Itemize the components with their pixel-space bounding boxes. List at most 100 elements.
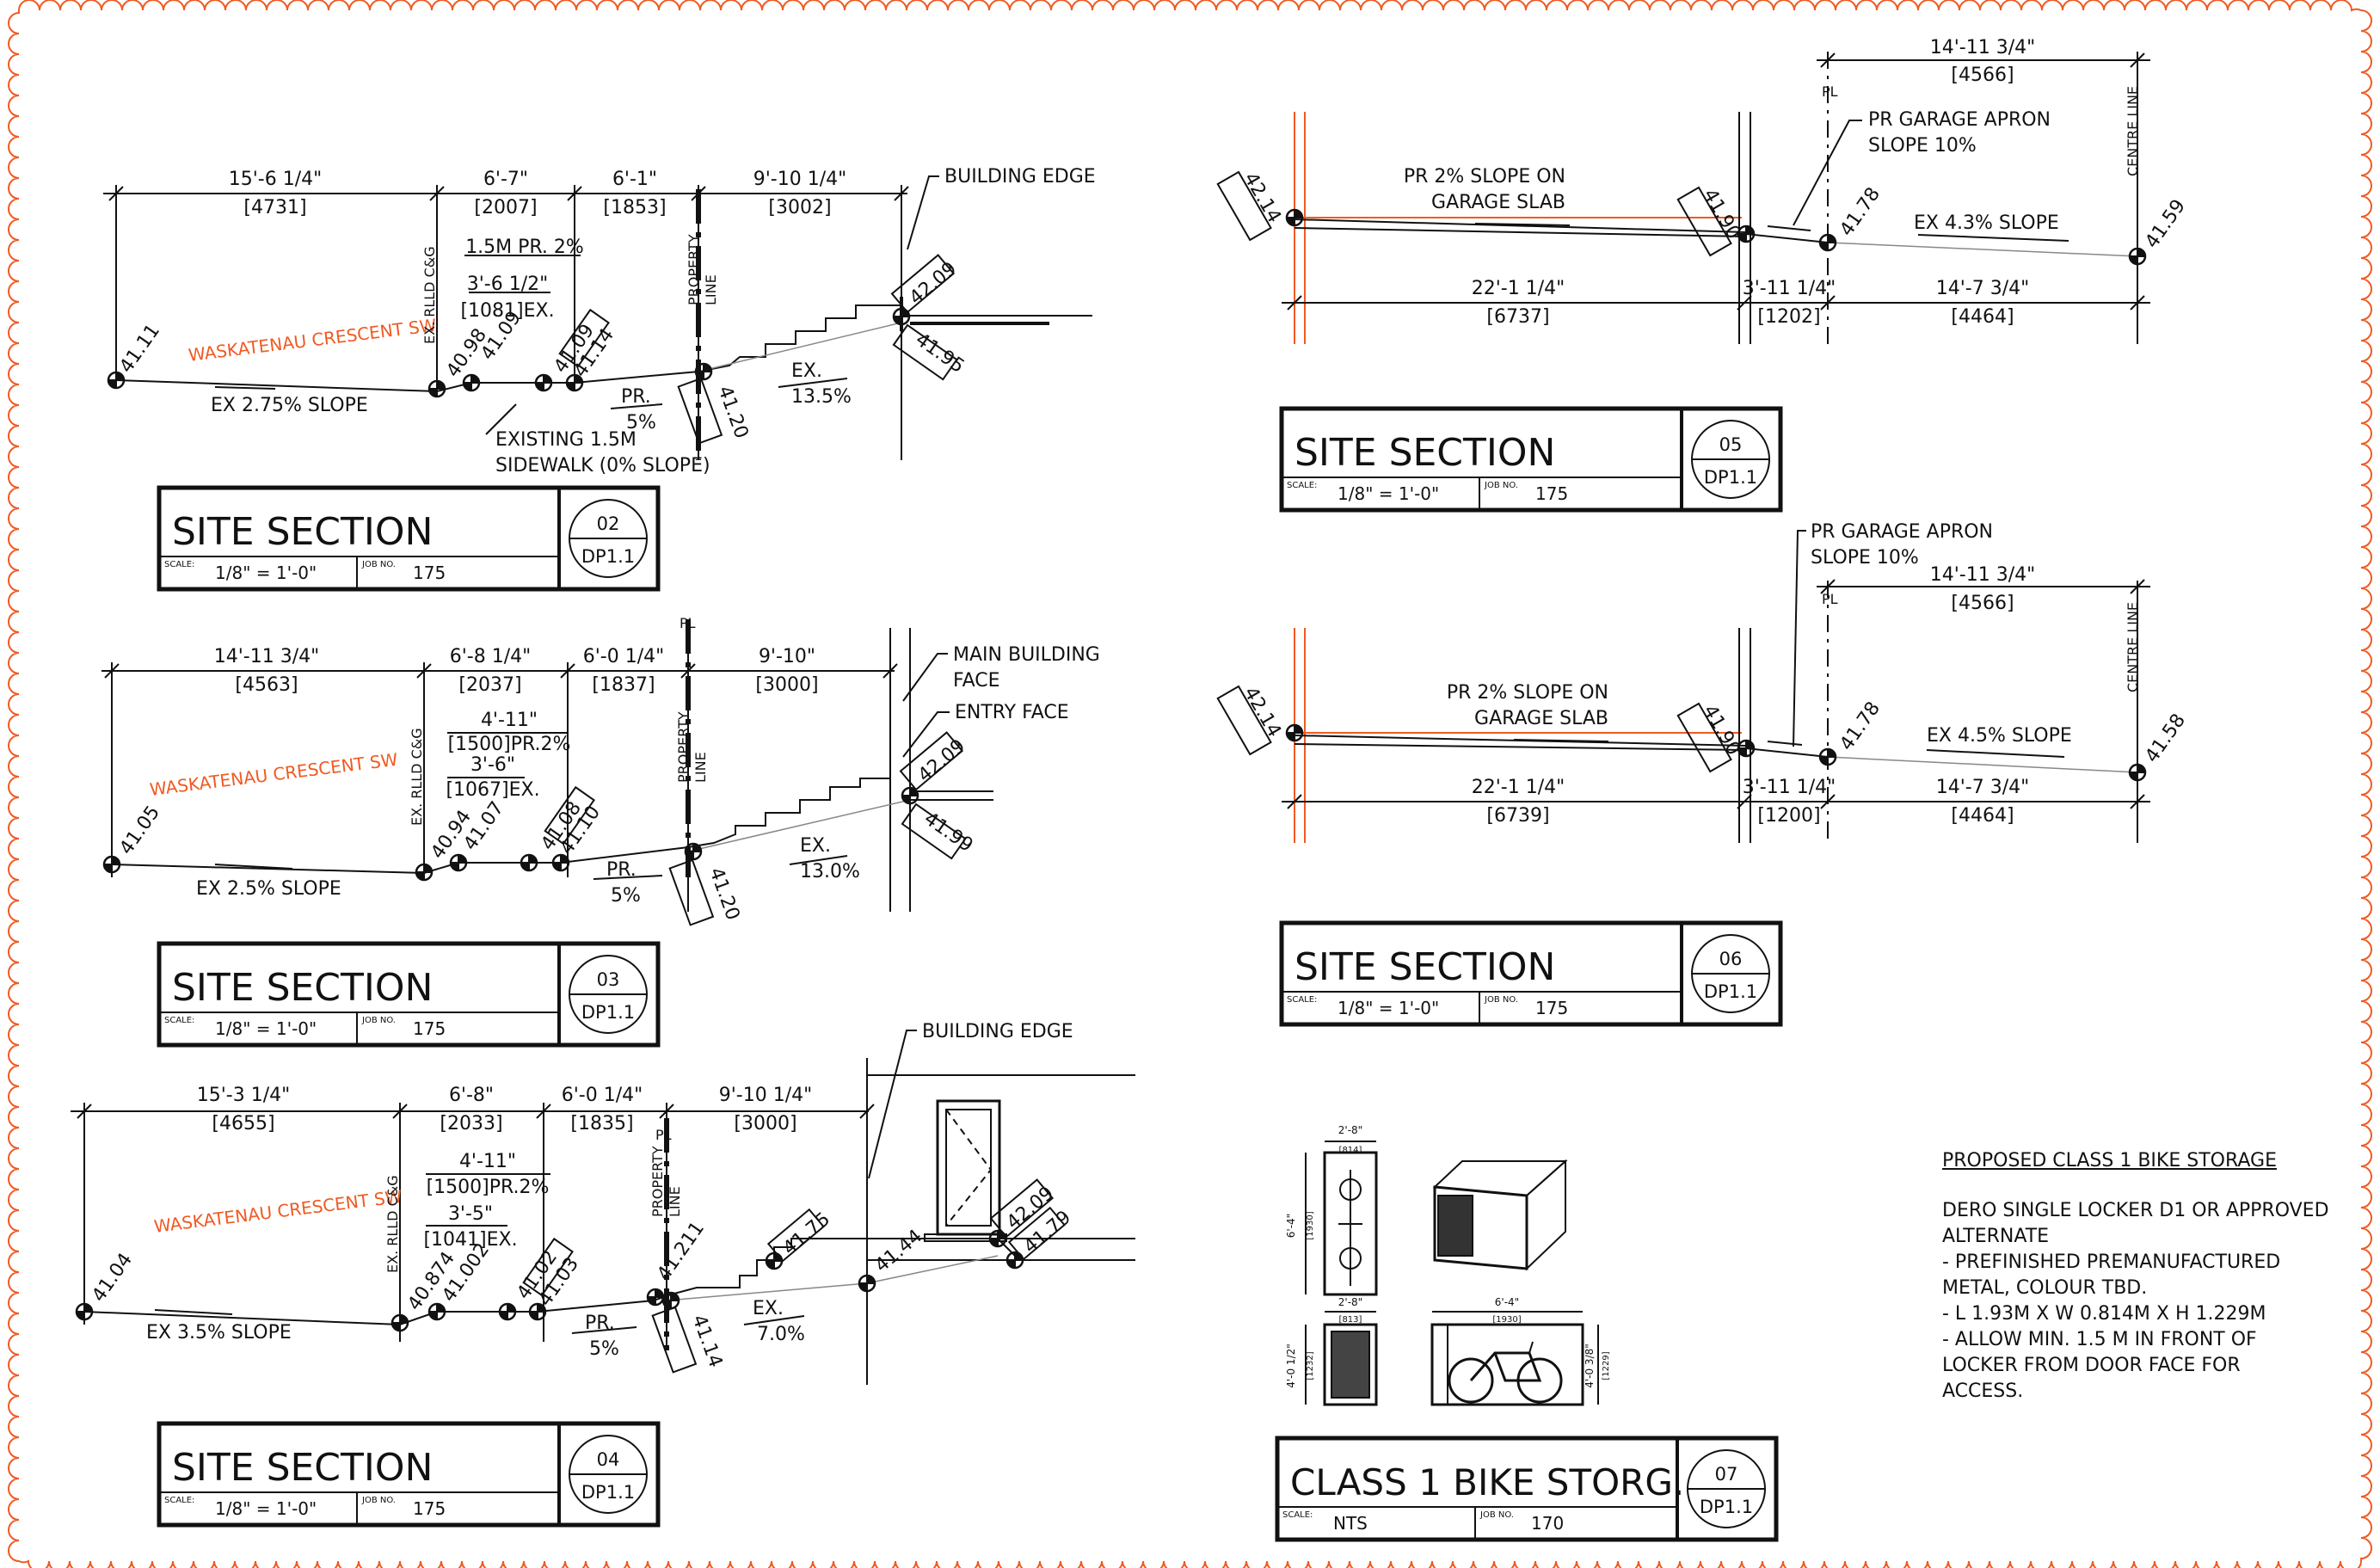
dim-3: 3'-11 1/4" — [1743, 278, 1836, 299]
revision-cloud — [8, 0, 2372, 1568]
dim-2-mm: [6737] — [1486, 306, 1549, 328]
dim-1: 14'-11 3/4" — [1930, 37, 2036, 58]
apron-label-2: SLOPE 10% — [1811, 547, 1919, 569]
job-value: 175 — [413, 563, 446, 583]
scale-value: 1/8" = 1'-0" — [1338, 483, 1439, 504]
pr-value: 5% — [626, 412, 656, 434]
pr-label: PR. — [621, 386, 651, 408]
scale-value: 1/8" = 1'-0" — [215, 563, 317, 583]
dim-3: 6'-0 1/4" — [562, 1085, 643, 1106]
note-line: METAL, COLOUR TBD. — [1942, 1277, 2148, 1299]
dim-2-mm: [2007] — [474, 197, 537, 218]
slab-label-2: GARAGE SLAB — [1431, 192, 1565, 213]
pl-label: PL — [1822, 591, 1838, 607]
section-title: SITE SECTION — [1295, 945, 1555, 989]
section-number: 07 — [1715, 1464, 1738, 1485]
job-label: JOB NO. — [361, 1496, 396, 1505]
note-line: - ALLOW MIN. 1.5 M IN FRONT OF — [1942, 1329, 2257, 1350]
elev-2: 41.90 — [1699, 702, 1744, 759]
scale-label: SCALE: — [1287, 481, 1317, 490]
elev-3: 41.78 — [1836, 698, 1885, 755]
dim-1-mm: [4731] — [243, 197, 306, 218]
elev-4: 41.59 — [2141, 196, 2190, 253]
centre-line-label: CENTRE LINE — [2125, 86, 2141, 176]
apron-label: PR GARAGE APRON — [1868, 109, 2051, 131]
prop-label: PROPERTY — [649, 1146, 666, 1217]
dim-4: 14'-7 3/4" — [1936, 777, 2030, 798]
apron-label-2: SLOPE 10% — [1868, 135, 1977, 157]
dim-4-mm: [3002] — [768, 197, 831, 218]
scale-label: SCALE: — [164, 560, 194, 569]
scale-value: 1/8" = 1'-0" — [215, 1498, 317, 1519]
side-width: 2'-8" — [1338, 1296, 1362, 1308]
note-1: EXISTING 1.5M — [495, 429, 637, 451]
sidewalk-dim-3: 3'-6" — [470, 754, 515, 776]
sidewalk-dim: 4'-11" — [481, 710, 538, 731]
sheet-number: DP1.1 — [581, 1482, 635, 1503]
dim-2: 22'-1 1/4" — [1472, 278, 1565, 299]
scale-label: SCALE: — [164, 1016, 194, 1025]
note-line: - PREFINISHED PREMANUFACTURED — [1942, 1251, 2281, 1273]
side-height: 4'-0 1/2" — [1285, 1344, 1297, 1388]
ex-label: EX. — [800, 835, 831, 857]
main-building-label-2: FACE — [953, 670, 1000, 692]
scale-label: SCALE: — [164, 1496, 194, 1505]
job-value: 175 — [413, 1018, 446, 1039]
ex-label: EX. — [753, 1298, 784, 1319]
elev-8: 41.99 — [920, 808, 977, 857]
elev-2: 41.90 — [1699, 186, 1744, 243]
dim-2-mm: [2037] — [458, 674, 521, 696]
dim-1-mm: [4566] — [1951, 593, 2014, 614]
dim-4: 9'-10 1/4" — [719, 1085, 813, 1106]
sidewalk-dim-4: [1067]EX. — [446, 779, 539, 801]
prop-label: PROPERTY — [686, 234, 702, 305]
dim-1: 14'-11 3/4" — [214, 646, 320, 667]
pl-label: PL — [680, 615, 696, 631]
dim-4-mm: [4464] — [1951, 805, 2014, 827]
pl-label: PL — [655, 1127, 672, 1143]
dim-2: 6'-8 1/4" — [450, 646, 532, 667]
section-number: 06 — [1719, 949, 1743, 969]
front-width-mm: [814] — [1339, 1146, 1362, 1155]
dim-2-mm: [2033] — [440, 1113, 502, 1134]
dim-3-mm: [1202] — [1757, 306, 1820, 328]
dim-3: 3'-11 1/4" — [1743, 777, 1836, 798]
dim-4-mm: [4464] — [1951, 306, 2014, 328]
dim-4: 9'-10 1/4" — [753, 169, 847, 190]
sheet-number: DP1.1 — [581, 546, 635, 567]
side-width-mm: [813] — [1339, 1315, 1362, 1325]
notes-heading: PROPOSED CLASS 1 BIKE STORAGE — [1942, 1150, 2277, 1171]
dim-3-mm: [1853] — [603, 197, 666, 218]
elev-8: 41.75 — [779, 1208, 834, 1260]
dim-1-mm: [4563] — [235, 674, 298, 696]
section-06: 14'-11 3/4" [4566] 22'-1 1/4" [6739] 3'-… — [1216, 521, 2190, 843]
curb-label: EX. RLLD C&G — [409, 728, 425, 826]
elev-1: 42.14 — [1239, 684, 1285, 741]
dim-3: 6'-0 1/4" — [583, 646, 665, 667]
elev-7: 42.09 — [906, 258, 961, 310]
main-building-label: MAIN BUILDING — [953, 644, 1100, 666]
sheet-number: DP1.1 — [1704, 467, 1757, 488]
slope-label: EX 2.75% SLOPE — [211, 395, 368, 416]
elev-6: 41.211 — [653, 1218, 709, 1284]
note-line: DERO SINGLE LOCKER D1 OR APPROVED — [1942, 1200, 2329, 1221]
job-value: 175 — [1535, 998, 1568, 1018]
sidewalk-dim-3: 3'-5" — [448, 1203, 493, 1225]
job-label: JOB NO. — [1484, 481, 1518, 490]
job-label: JOB NO. — [1484, 995, 1518, 1005]
note-line: ACCESS. — [1942, 1380, 2024, 1402]
dim-2-mm: [6739] — [1486, 805, 1549, 827]
slope-label: EX 2.5% SLOPE — [196, 878, 341, 900]
elev-1: 41.04 — [88, 1250, 137, 1307]
dim-4-mm: [3000] — [755, 674, 818, 696]
front-height-mm: [1930] — [1306, 1211, 1315, 1239]
prop-label: PROPERTY — [675, 711, 692, 783]
dim-3-mm: [1200] — [1757, 805, 1820, 827]
sidewalk-dim: 4'-11" — [459, 1151, 516, 1172]
section-title: SITE SECTION — [172, 1446, 433, 1490]
